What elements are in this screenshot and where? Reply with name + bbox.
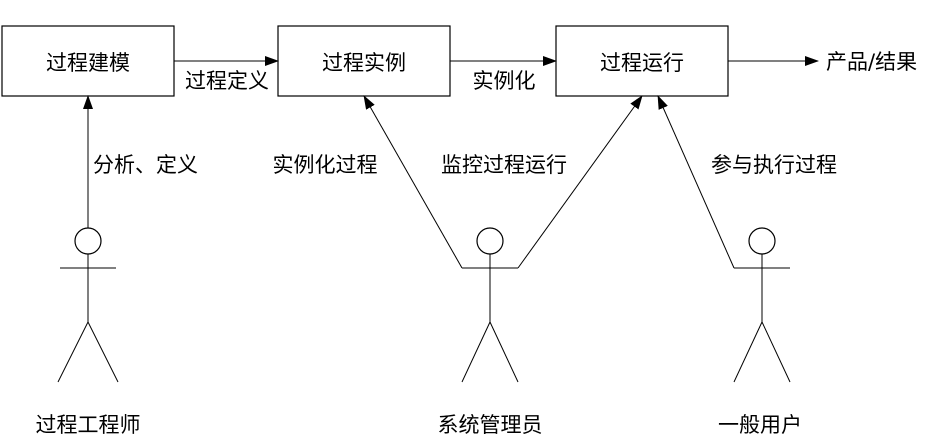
- box-process-modeling: 过程建模: [1, 25, 175, 97]
- arrow-admin-to-running: [517, 95, 643, 269]
- label-monitor-running: 监控过程运行: [441, 153, 567, 177]
- label-process-definition: 过程定义: [185, 69, 269, 93]
- label-participate-execution: 参与执行过程: [711, 153, 837, 177]
- label-analyze-define: 分析、定义: [93, 153, 198, 177]
- actor-general-user: [733, 227, 791, 383]
- arrow-admin-to-instance: [363, 95, 463, 269]
- label-instantiate-process: 实例化过程: [273, 153, 378, 177]
- box-process-running: 过程运行: [555, 25, 729, 97]
- arrow-user-to-running: [657, 95, 735, 269]
- box-process-instance: 过程实例: [277, 25, 451, 97]
- label-instantiation: 实例化: [473, 69, 536, 93]
- actor-process-engineer-label: 过程工程师: [36, 413, 141, 437]
- actor-system-admin: [461, 227, 519, 383]
- label-output: 产品/结果: [826, 50, 917, 74]
- box-process-modeling-label: 过程建模: [46, 51, 130, 75]
- actor-system-admin-label: 系统管理员: [438, 413, 543, 437]
- actor-process-engineer: [57, 227, 119, 383]
- box-process-running-label: 过程运行: [600, 51, 684, 75]
- actor-general-user-label: 一般用户: [718, 413, 802, 437]
- box-process-instance-label: 过程实例: [322, 51, 406, 75]
